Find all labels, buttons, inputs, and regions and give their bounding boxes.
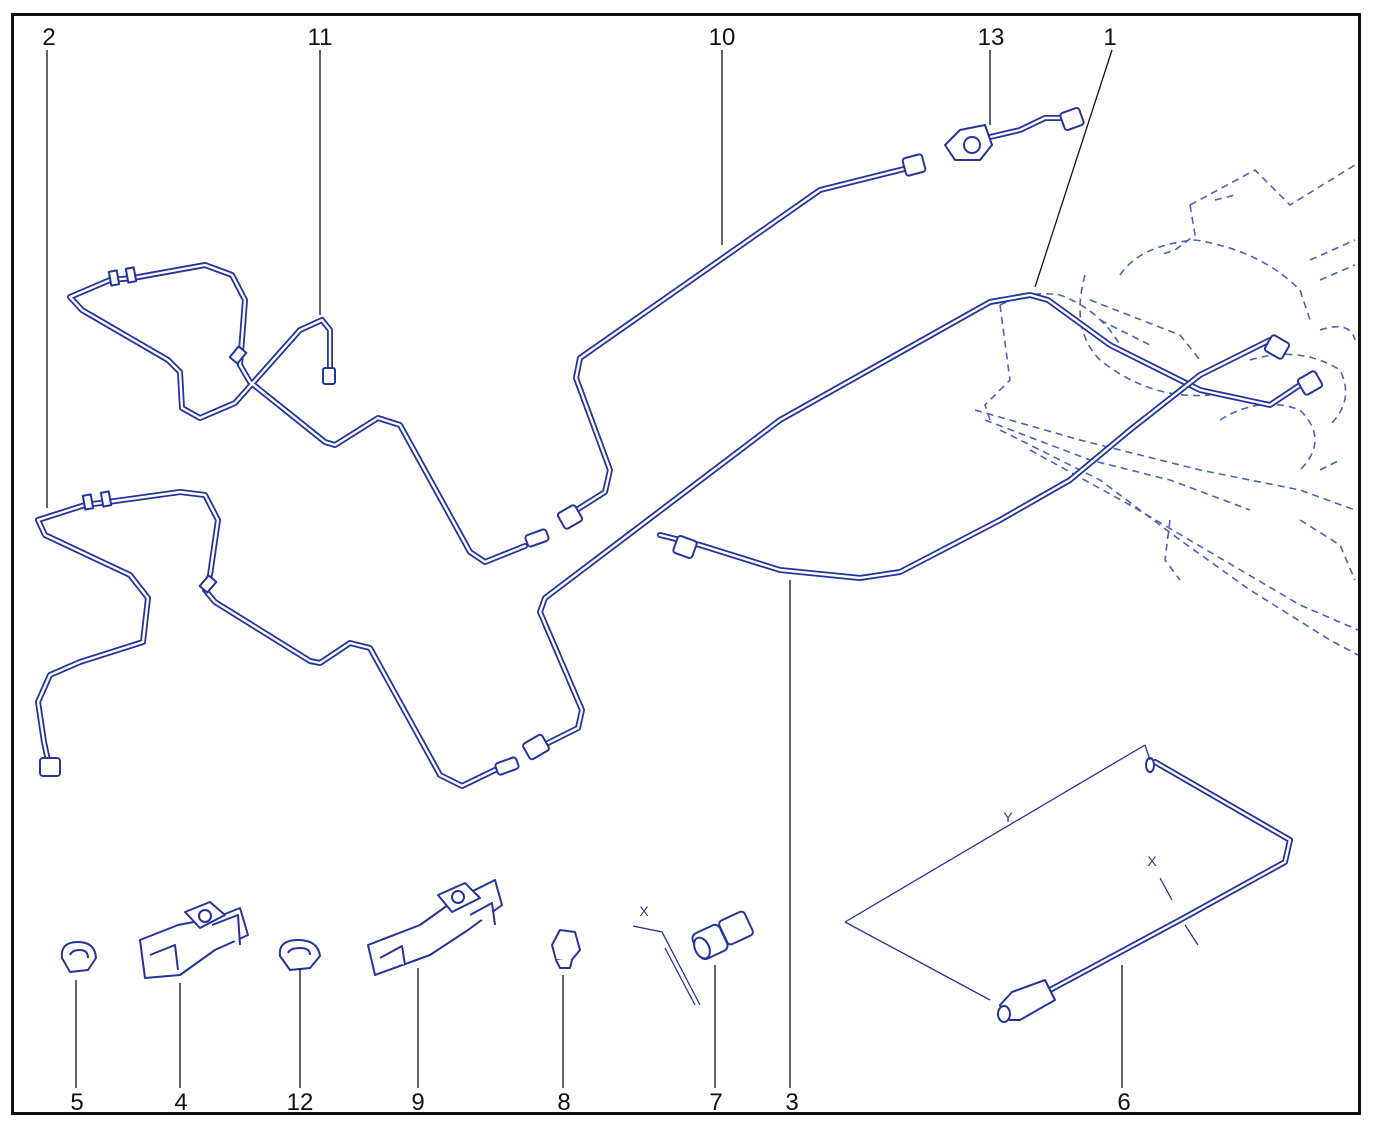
callout-6: 6 <box>1117 1089 1130 1116</box>
callout-5: 5 <box>70 1089 83 1116</box>
pipe-10 <box>564 165 911 519</box>
part-4-bracket <box>139 901 249 979</box>
part-8-clip <box>551 929 581 969</box>
callout-11: 11 <box>308 24 333 51</box>
callout-2: 2 <box>42 24 55 51</box>
axle-outline-dashed <box>974 164 1359 656</box>
callout-7: 7 <box>709 1089 722 1116</box>
part-12-clip <box>278 939 321 971</box>
dimension-x-label-union: X <box>639 903 649 919</box>
part-9-bracket <box>367 879 503 976</box>
callout-13: 13 <box>978 24 1005 51</box>
callout-3: 3 <box>785 1089 798 1116</box>
dimension-y-label: Y <box>1003 809 1013 825</box>
callout-4: 4 <box>174 1089 187 1116</box>
pipe-clips <box>81 266 248 594</box>
pipe-3 <box>657 337 1273 581</box>
callout-1: 1 <box>1103 24 1116 51</box>
pipe-1 <box>537 292 1303 749</box>
pipe-11 <box>67 262 528 565</box>
hose-13 <box>987 115 1063 140</box>
callout-8: 8 <box>557 1089 570 1116</box>
dimension-x-label-pipe: X <box>1147 853 1157 869</box>
pipe-fittings <box>39 106 1324 777</box>
part-6-pipe-sample <box>997 757 1293 1023</box>
callout-10: 10 <box>709 24 736 51</box>
callout-9: 9 <box>411 1089 424 1116</box>
dimension-lines <box>632 744 1199 1006</box>
pipe-2 <box>35 489 498 789</box>
part-5-clip <box>60 941 97 973</box>
part-7-union <box>691 910 754 961</box>
callout-12: 12 <box>287 1089 314 1116</box>
leader-lines <box>46 49 1123 1088</box>
